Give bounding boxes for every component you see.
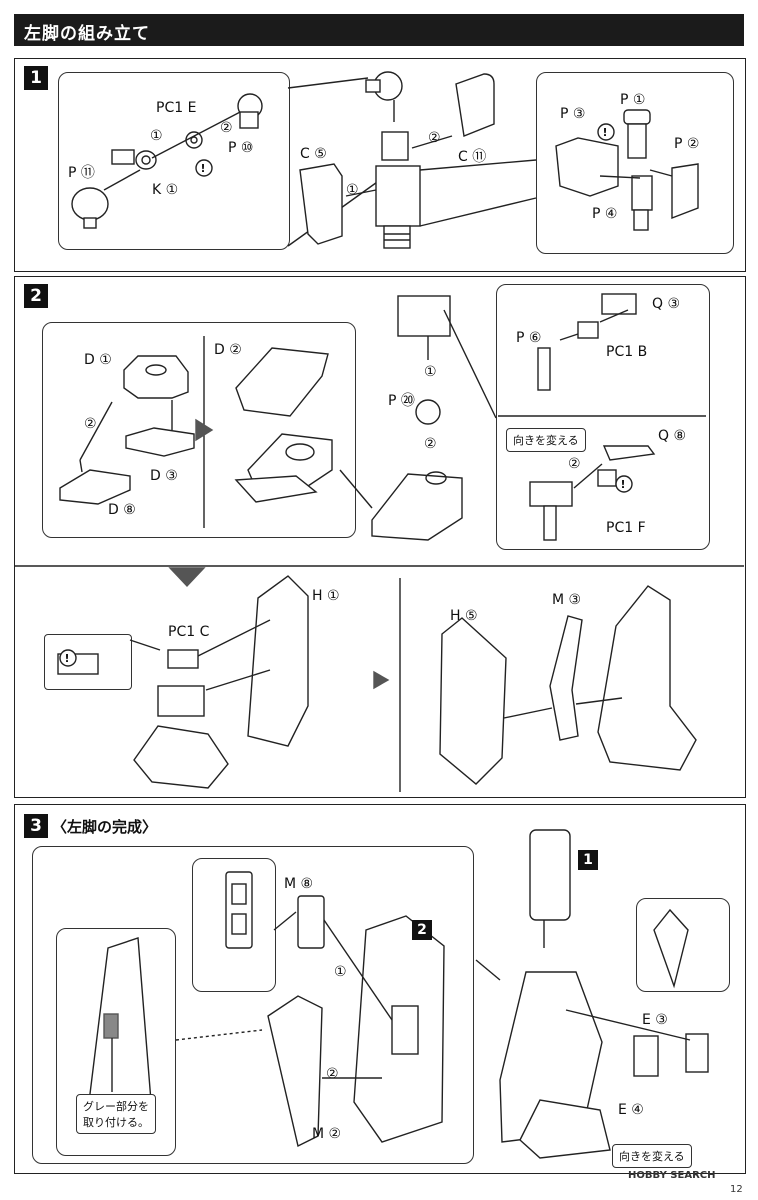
step1-frame — [14, 58, 746, 272]
label-h1: H ① — [312, 588, 340, 604]
label-p11: P ⑪ — [68, 165, 95, 181]
step2-right-panel — [496, 284, 710, 550]
label-e3: E ③ — [642, 1012, 668, 1028]
label-pc1e: PC1 E — [156, 100, 197, 116]
label-p3: P ③ — [560, 106, 586, 122]
svg-text:!: ! — [65, 652, 70, 665]
label-m2: M ② — [312, 1126, 342, 1142]
seq-marker: ② — [326, 1066, 339, 1082]
step2-left-panel — [42, 322, 356, 538]
step3-m8-detail-panel — [192, 858, 276, 992]
label-p4: P ④ — [592, 206, 618, 222]
label-p10: P ⑩ — [228, 140, 254, 156]
label-d2: D ② — [214, 342, 242, 358]
label-d8: D ⑧ — [108, 502, 136, 518]
seq-marker: ① — [334, 964, 347, 980]
label-m3: M ③ — [552, 592, 582, 608]
seq-marker: ① — [424, 364, 437, 380]
label-d3: D ③ — [150, 468, 178, 484]
watermark-brand: HOBBY SEARCH — [628, 1170, 716, 1181]
gray-part-note: グレー部分を 取り付ける。 — [76, 1094, 156, 1134]
seq-marker: ② — [428, 130, 441, 146]
step3-e-detail-panel — [636, 898, 730, 992]
label-q3: Q ③ — [652, 296, 681, 312]
label-p2: P ② — [674, 136, 700, 152]
label-d1: D ① — [84, 352, 112, 368]
step1-left-panel — [58, 72, 290, 250]
label-p6: P ⑥ — [516, 330, 542, 346]
step2-pc1-detail-panel — [44, 634, 132, 690]
label-h5: H ⑤ — [450, 608, 478, 624]
ref-step-2: 2 — [412, 920, 432, 940]
step2-frame — [14, 276, 746, 798]
label-k1: K ① — [152, 182, 179, 198]
seq-marker: ② — [220, 120, 233, 136]
label-q8: Q ⑧ — [658, 428, 687, 444]
step1-number: 1 — [24, 66, 48, 90]
label-pc1c: PC1 C — [168, 624, 210, 640]
step3-gray-detail-panel — [56, 928, 176, 1156]
label-c5: C ⑤ — [300, 146, 327, 162]
step3-frame — [14, 804, 746, 1174]
step1-right-panel — [536, 72, 734, 254]
label-pc1b: PC1 B — [606, 344, 648, 360]
section-header: 左脚の組み立て — [14, 14, 744, 46]
gray-part-note-line2: 取り付ける。 — [83, 1116, 149, 1129]
label-c11: C ⑪ — [458, 149, 487, 165]
ref-step-1: 1 — [578, 850, 598, 870]
turn-note-step3: 向きを変える — [612, 1144, 692, 1168]
step3-number: 3 — [24, 814, 48, 838]
svg-text:!: ! — [603, 126, 608, 139]
label-e4: E ④ — [618, 1102, 644, 1118]
seq-marker: ① — [150, 128, 163, 144]
seq-marker: ② — [568, 456, 581, 472]
step3-title: 〈左脚の完成〉 — [52, 818, 158, 836]
page-number: 12 — [730, 1184, 743, 1195]
turn-note-step2: 向きを変える — [506, 428, 586, 452]
label-m8: M ⑧ — [284, 876, 314, 892]
seq-marker: ② — [424, 436, 437, 452]
step2-number: 2 — [24, 284, 48, 308]
svg-text:!: ! — [201, 162, 206, 175]
seq-marker: ② — [84, 416, 97, 432]
label-p1: P ① — [620, 92, 646, 108]
label-pc1f: PC1 F — [606, 520, 646, 536]
step3-main-panel — [32, 846, 474, 1164]
section-title: 左脚の組み立て — [24, 24, 150, 44]
seq-marker: ① — [346, 182, 359, 198]
svg-text:!: ! — [621, 478, 626, 491]
label-p20: P ⑳ — [388, 393, 415, 409]
gray-part-note-line1: グレー部分を — [83, 1100, 149, 1113]
